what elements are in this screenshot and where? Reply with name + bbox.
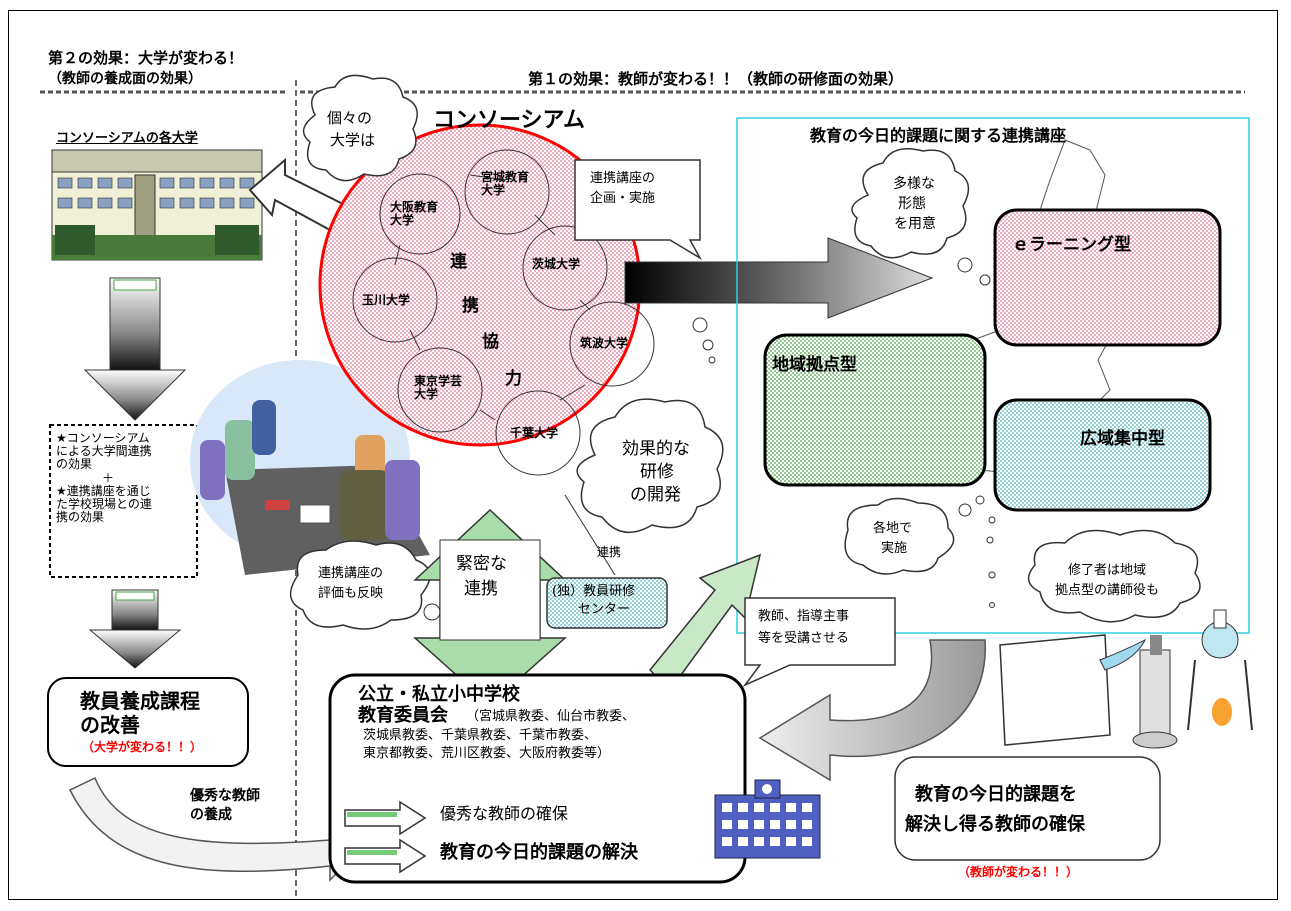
boards-line-1: （宮城県教委、仙台市教委、	[466, 709, 636, 724]
variety-text-1: 多様な	[893, 176, 935, 192]
effective-cloud	[576, 398, 724, 534]
nitc-text-2: センター	[578, 602, 631, 617]
reform-title-2: の改善	[80, 713, 140, 737]
local-text-2: 実施	[881, 541, 908, 556]
plan-text-1: 連携講座の	[590, 171, 656, 186]
univ-ibaraki: 茨城大学	[532, 257, 581, 271]
variety-text-2: 形態	[898, 196, 926, 212]
plan-text-2: 企画・実施	[590, 191, 656, 206]
coop-char-4: 力	[505, 369, 522, 389]
each-univ-text-1: 個々の	[327, 109, 373, 127]
univ-tsukuba: 筑波大学	[580, 336, 629, 350]
outcome-arrow-1	[344, 800, 427, 836]
regional-box	[763, 333, 987, 487]
coop-char-2: 携	[462, 296, 479, 316]
right-header-title: 第１の効果：教師が変わる！！（教師の研修面の効果）	[528, 70, 904, 88]
down-arrow-1	[83, 277, 187, 421]
boards-line-2: 茨城県教委、千葉県教委、千葉市教委、	[363, 728, 598, 743]
abc-lab-illustration	[999, 609, 1253, 749]
effects-text: ★コンソーシアム による大学間連携 の効果 ＋ ★連携講座を通じ た学校現場との…	[56, 431, 152, 525]
univ-gakugei: 東京学芸大学	[414, 374, 463, 401]
graduates-text-2: 拠点型の講師役も	[1055, 583, 1160, 598]
down-arrow-2	[88, 589, 182, 669]
wide-area-label: 広域集中型	[1080, 429, 1165, 449]
univ-osaka: 大阪教育大学	[390, 200, 439, 227]
teachers-callout-shape	[742, 597, 896, 687]
outcome-1: 優秀な教師の確保	[440, 804, 569, 823]
school-building-icon	[714, 779, 821, 859]
graduates-cloud	[1027, 529, 1201, 623]
courses-title: 教育の今日的課題に関する連携講座	[810, 126, 1067, 145]
variety-text-3: を用意	[894, 216, 936, 232]
coop-char-3: 協	[482, 332, 499, 352]
university-label: コンソーシアムの各大学	[56, 131, 198, 146]
eval-text-1: 連携講座の	[318, 566, 384, 581]
nitc-text-1: (独）教員研修	[552, 584, 636, 599]
coop-char-1: 連	[450, 252, 467, 272]
training-flow-arrow	[68, 776, 362, 882]
effects-box	[49, 424, 198, 578]
each-univ-cloud	[302, 74, 418, 182]
each-univ-text-2: 大学は	[330, 131, 376, 149]
close-coop-text-2: 連携	[464, 579, 498, 599]
effective-text-2: 研修	[640, 462, 674, 482]
result-note: （教師が変わる！！）	[958, 865, 1079, 879]
university-circles	[352, 149, 655, 476]
regional-label: 地域拠点型	[772, 355, 857, 375]
schools-title-1: 公立・私立小中学校	[358, 684, 520, 705]
univ-miyagi: 宮城教育大学	[481, 170, 530, 197]
training-label-2: の養成	[190, 807, 232, 823]
effective-text-1: 効果的な	[622, 439, 690, 459]
to-courses-arrow	[624, 237, 934, 319]
courses-to-schools-arrow	[758, 639, 986, 782]
univ-chiba: 千葉大学	[510, 426, 559, 440]
local-cloud	[844, 497, 955, 575]
univ-tamagawa: 玉川大学	[362, 293, 411, 307]
close-coop-text-1: 緊密な	[456, 554, 507, 574]
result-line-1: 教育の今日的課題を	[915, 784, 1077, 805]
wide-area-box	[993, 398, 1212, 512]
nitc-box	[546, 577, 668, 629]
link-label: 連携	[597, 545, 622, 559]
consortium-title: コンソーシアム	[433, 108, 586, 133]
teachers-text-1: 教師、指導主事	[758, 609, 850, 624]
graduates-text-1: 修了者は地域	[1068, 563, 1147, 578]
training-label-1: 優秀な教師	[190, 788, 260, 804]
university-building-icon	[51, 149, 263, 261]
result-line-2: 解決し得る教師の確保	[905, 814, 1085, 835]
course-area-frame	[736, 117, 1250, 634]
effective-text-3: の開発	[630, 485, 681, 505]
eval-text-2: 評価も反映	[318, 586, 384, 601]
boards-line-3: 東京都教委、荒川区教委、大阪府教委等）	[363, 746, 611, 761]
diagram-frame	[8, 10, 1278, 900]
result-box	[894, 756, 1161, 861]
teachers-text-2: 等を受講させる	[758, 631, 850, 646]
reform-note: （大学が変わる！！）	[82, 740, 203, 754]
outcome-arrow-2	[344, 838, 427, 874]
left-header-title: 第２の効果：大学が変わる！	[48, 49, 244, 67]
outcome-2: 教育の今日的課題の解決	[440, 842, 638, 863]
elearning-box	[993, 208, 1222, 347]
university-links	[394, 174, 591, 421]
elearning-label: ｅラーニング型	[1012, 235, 1131, 255]
eval-cloud	[289, 540, 431, 630]
schools-box	[328, 673, 747, 884]
plan-callout-shape	[574, 159, 703, 261]
reform-title-1: 教員養成課程	[80, 689, 200, 713]
schools-title-2: 教育委員会	[358, 705, 448, 726]
reform-box	[47, 677, 249, 767]
local-text-1: 各地で	[873, 521, 913, 536]
variety-cloud	[851, 148, 970, 259]
nitc-link-line	[564, 494, 616, 576]
left-header-subtitle: （教師の養成面の効果）	[48, 71, 202, 87]
